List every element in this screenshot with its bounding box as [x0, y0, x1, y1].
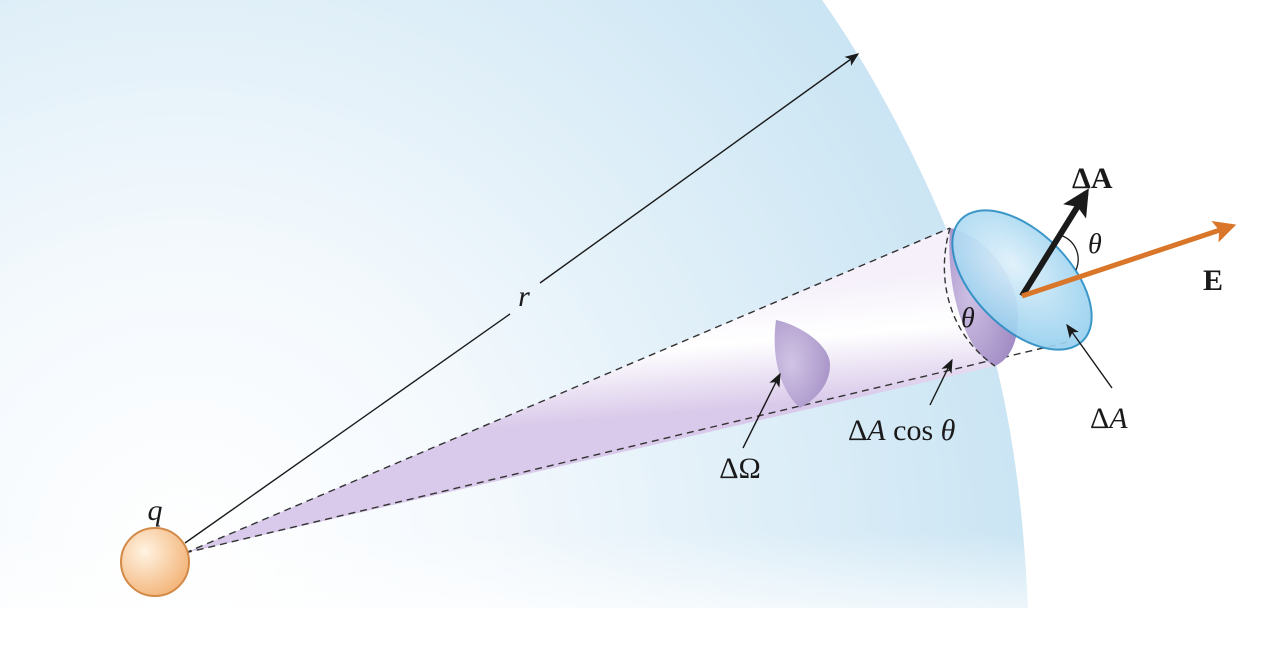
field-vector-arrow: [1021, 221, 1237, 299]
area-pointer: [1066, 323, 1113, 389]
projected-area-theta: θ: [941, 414, 956, 447]
field-vector-label: E: [1203, 264, 1223, 297]
charge-sphere: [120, 527, 190, 597]
angle-arc-vectors: [1059, 234, 1079, 271]
area-vector-a: A: [1091, 162, 1113, 195]
area-label: ΔA: [1090, 402, 1128, 435]
radius-arrow-lower: [184, 313, 511, 544]
radius-arrow-upper: [539, 53, 860, 284]
cone-edge-upper: [184, 227, 951, 554]
area-vector-delta: Δ: [1072, 162, 1091, 195]
cone: [185, 228, 1001, 553]
area-vector-label: ΔA: [1072, 162, 1113, 195]
angle-on-surface-label: θ: [961, 303, 975, 334]
radius-label: r: [518, 280, 530, 313]
bottom-margin: [0, 608, 1278, 648]
projected-area-delta: Δ: [848, 414, 867, 447]
projected-area-pointer: [929, 358, 953, 406]
cone-edge-lower: [184, 341, 1069, 554]
angle-between-vectors-label: θ: [1088, 229, 1102, 260]
projected-area-label: ΔA cos θ: [848, 414, 956, 447]
solid-angle-label: ΔΩ: [719, 452, 761, 485]
area-a: A: [1107, 402, 1128, 435]
projected-area-cos: cos: [886, 414, 941, 447]
area-delta: Δ: [1090, 402, 1109, 435]
area-vector-arrow: [1019, 188, 1089, 298]
solid-angle-pointer: [742, 372, 781, 449]
solid-angle-cap: [774, 320, 830, 408]
charge-label: q: [148, 494, 163, 527]
projected-area-a: A: [865, 414, 886, 447]
